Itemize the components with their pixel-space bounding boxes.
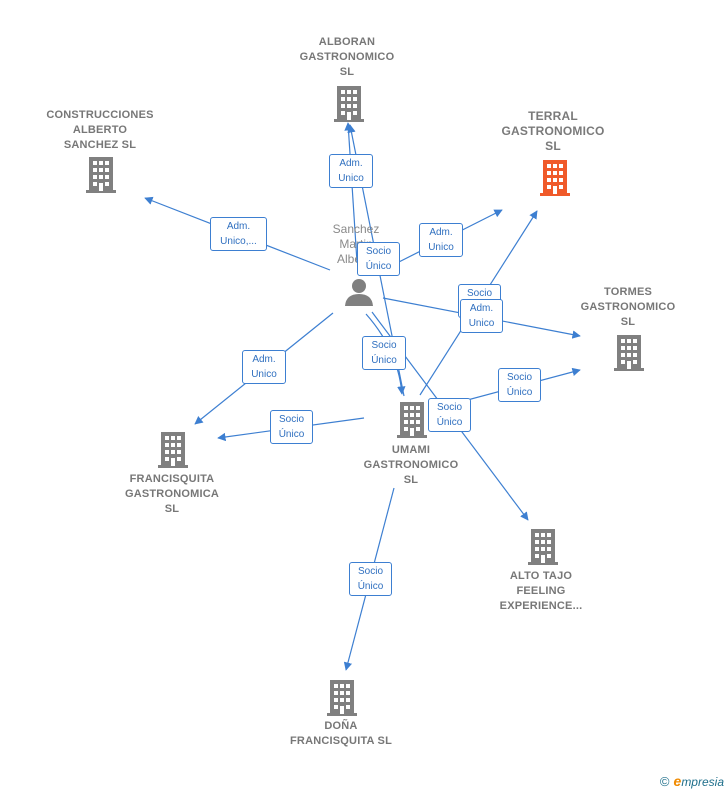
edge-label-umami-tormes[interactable]: Socio Único [498, 368, 541, 402]
brand-initial: e [673, 773, 682, 789]
edge-label-person-terral[interactable]: Adm. Unico [419, 223, 463, 257]
edge-label-person-alboran[interactable]: Adm. Unico [329, 154, 373, 188]
building-icon[interactable] [614, 335, 644, 371]
node-label-construcciones[interactable]: CONSTRUCCIONES ALBERTO SANCHEZ SL [46, 109, 154, 151]
brand-watermark: ©empresia [660, 773, 724, 789]
node-label-tormes[interactable]: TORMES GASTRONOMICO SL [580, 286, 676, 328]
edge-label-person-umami[interactable]: Socio Único [362, 336, 406, 370]
copyright-icon: © [659, 774, 670, 789]
node-label-dona[interactable]: DOÑA FRANCISQUITA SL [290, 720, 392, 747]
building-icon-highlight[interactable] [540, 160, 570, 196]
edge-label-umami-dona[interactable]: Socio Único [349, 562, 392, 596]
edge-label-person-altotajo[interactable]: Socio Único [428, 398, 471, 432]
node-label-umami[interactable]: UMAMI GASTRONOMICO SL [363, 444, 459, 486]
edge-label-umami-alboran[interactable]: Socio Único [357, 242, 400, 276]
node-label-alboran[interactable]: ALBORAN GASTRONOMICO SL [299, 36, 395, 78]
node-label-terral[interactable]: TERRAL GASTRONOMICO SL [501, 109, 605, 153]
edge-person-alboran [344, 122, 358, 263]
edge-label-umami-francisquita[interactable]: Socio Único [270, 410, 313, 444]
person-icon[interactable] [344, 278, 374, 306]
node-label-altotajo[interactable]: ALTO TAJO FEELING EXPERIENCE... [499, 570, 583, 612]
building-icon[interactable] [86, 157, 116, 193]
building-icon[interactable] [327, 680, 357, 716]
edge-label-person-francisquita[interactable]: Adm. Unico [242, 350, 286, 384]
building-icon[interactable] [158, 432, 188, 468]
building-icon[interactable] [334, 86, 364, 122]
brand-name: mpresia [681, 775, 724, 789]
node-label-francisquita[interactable]: FRANCISQUITA GASTRONOMICA SL [124, 473, 220, 515]
building-icon[interactable] [528, 529, 558, 565]
edge-label-person-construcciones[interactable]: Adm. Unico,... [210, 217, 267, 251]
building-icon[interactable] [397, 402, 427, 438]
edge-label-person-tormes[interactable]: Adm. Unico [460, 299, 503, 333]
